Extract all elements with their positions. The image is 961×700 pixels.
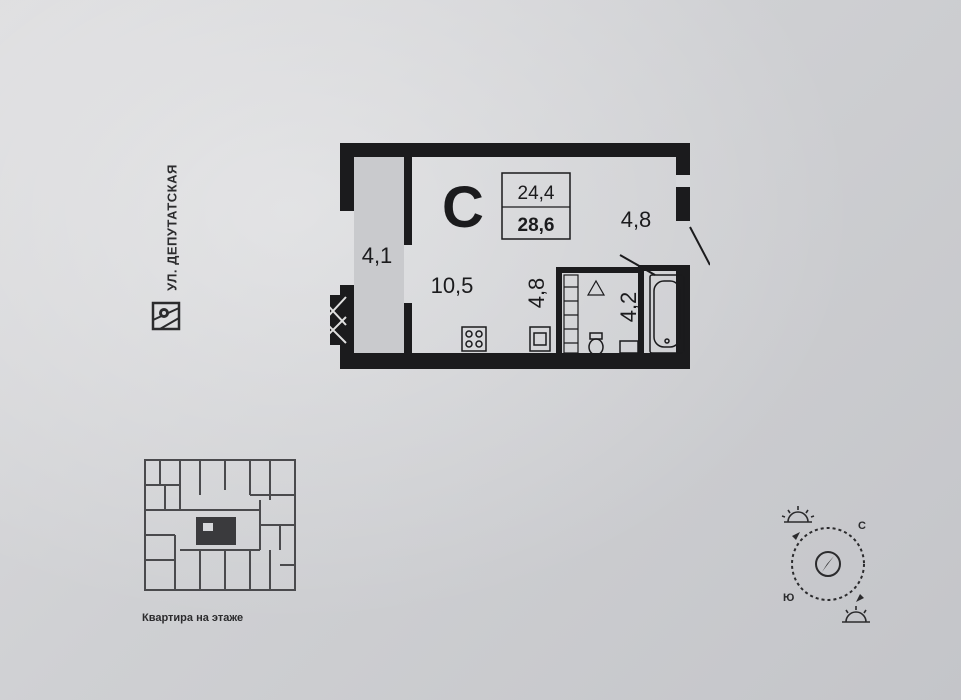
bathtub-icon	[649, 274, 685, 354]
current-apartment-marker	[203, 523, 213, 531]
street-label: УЛ. ДЕПУТАТСКАЯ	[164, 164, 180, 291]
hallway-area: 4,8	[621, 207, 652, 232]
toilet-icon	[588, 332, 604, 356]
street-block: УЛ. ДЕПУТАТСКАЯ	[150, 150, 190, 350]
compass-icon	[781, 506, 870, 623]
compass-north: С	[858, 520, 866, 532]
bath-sink-icon	[619, 340, 639, 354]
main-room-area: 10,5	[431, 273, 474, 298]
kitchen-area: 4,8	[524, 278, 549, 309]
apartment-type: С	[442, 175, 484, 240]
floor-label: Квартира на этаже	[142, 612, 244, 624]
living-area: 24,4	[518, 183, 555, 204]
apartment-plan: С 24,4 28,6 4,1 10,5 4,8 4,8 4,2	[330, 143, 710, 369]
balcony-lattice	[330, 295, 348, 345]
plan-walls	[340, 143, 690, 369]
compass-south: Ю	[783, 592, 795, 604]
area-box	[501, 172, 571, 240]
bath-door	[619, 254, 656, 276]
wall-notch	[676, 175, 690, 187]
sink-icon	[529, 326, 551, 352]
kitchen-cabinet	[563, 274, 579, 354]
floor-plan-thumbnail	[144, 459, 296, 591]
entry-door	[689, 226, 710, 266]
stove-icon	[461, 326, 487, 352]
balcony-area-label: 4,1	[362, 243, 393, 268]
washer-icon	[586, 279, 606, 296]
bathroom-area: 4,2	[616, 292, 641, 323]
total-area: 28,6	[518, 215, 555, 236]
map-pin-icon	[151, 301, 181, 331]
balcony-area	[354, 157, 404, 353]
